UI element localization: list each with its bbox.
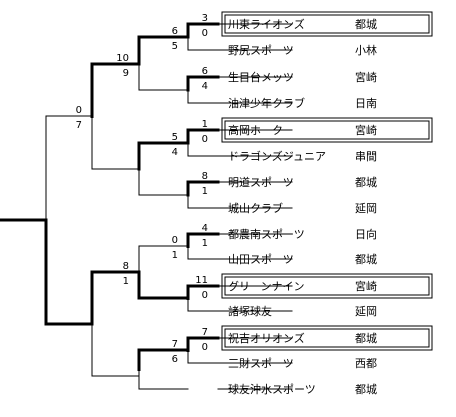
team-name: 野尻スポーツ	[228, 44, 294, 57]
score-top: 6	[172, 26, 178, 37]
score-top: 8	[123, 261, 129, 272]
score-bottom: 0	[202, 28, 208, 39]
score-bottom: 6	[172, 354, 178, 365]
score-bottom: 7	[76, 120, 82, 131]
team-name: 三財スポーツ	[228, 356, 294, 370]
qualified-team-box-inner	[224, 14, 430, 34]
team-name: 生目台メッツ	[228, 70, 294, 84]
team-region: 日南	[355, 97, 377, 110]
team-region: 都城	[355, 332, 377, 345]
qualified-team-box	[221, 11, 433, 37]
score-bottom: 0	[202, 290, 208, 301]
team-region: 都城	[355, 18, 377, 31]
team-region: 宮崎	[355, 279, 377, 293]
qualified-team-box-inner	[224, 120, 430, 140]
team-region: 小林	[355, 43, 377, 57]
team-region: 延岡	[355, 305, 377, 318]
score-bottom: 1	[202, 238, 208, 249]
score-bottom: 0	[202, 342, 208, 353]
team-region: 延岡	[355, 202, 377, 215]
qualified-team-box	[221, 117, 433, 143]
team-name: 明道スポーツ	[228, 175, 294, 189]
team-region: 日向	[355, 227, 377, 241]
score-bottom: 9	[123, 68, 129, 79]
score-top: 5	[172, 132, 178, 143]
team-name: 祝吉オリオンズ	[228, 331, 305, 345]
team-region: 都城	[355, 253, 377, 266]
team-region: 都城	[355, 383, 377, 396]
team-region: 串間	[355, 150, 377, 163]
score-top: 3	[202, 13, 208, 24]
team-name: ドラゴンズジュニア	[228, 149, 326, 163]
score-top: 0	[76, 105, 82, 116]
team-region: 西都	[355, 357, 377, 370]
team-name: 城山クラブ	[228, 201, 283, 215]
qualified-team-box-inner	[224, 276, 430, 296]
team-name: 油津少年クラブ	[228, 96, 305, 110]
team-name: 高岡ホーク	[228, 123, 283, 137]
qualified-team-box	[221, 325, 433, 351]
score-bottom: 1	[123, 276, 129, 287]
score-top: 1	[202, 119, 208, 130]
team-name: 山田スポーツ	[228, 253, 294, 266]
score-top: 4	[202, 223, 208, 234]
score-top: 7	[202, 327, 208, 338]
team-region: 宮崎	[355, 123, 377, 137]
score-top: 11	[195, 275, 208, 286]
team-name: グリーンナイン	[228, 279, 304, 293]
qualified-team-box-inner	[224, 328, 430, 348]
score-top: 0	[172, 235, 178, 246]
score-bottom: 5	[172, 41, 178, 52]
score-bottom: 1	[172, 250, 178, 261]
team-region: 宮崎	[355, 70, 377, 84]
team-name: 球友沖水スポーツ	[228, 382, 316, 396]
team-name: 都農南スポーツ	[228, 227, 305, 241]
team-name: 川東ライオンズ	[228, 17, 305, 31]
score-top: 6	[202, 66, 208, 77]
score-top: 7	[172, 339, 178, 350]
score-bottom: 0	[202, 134, 208, 145]
score-top: 8	[202, 171, 208, 182]
score-bottom: 1	[202, 186, 208, 197]
qualified-team-box	[221, 273, 433, 299]
score-bottom: 4	[172, 147, 178, 158]
team-name: 諸塚球友	[228, 304, 272, 318]
score-bottom: 4	[202, 81, 208, 92]
score-top: 10	[116, 53, 129, 64]
team-region: 都城	[355, 176, 377, 189]
